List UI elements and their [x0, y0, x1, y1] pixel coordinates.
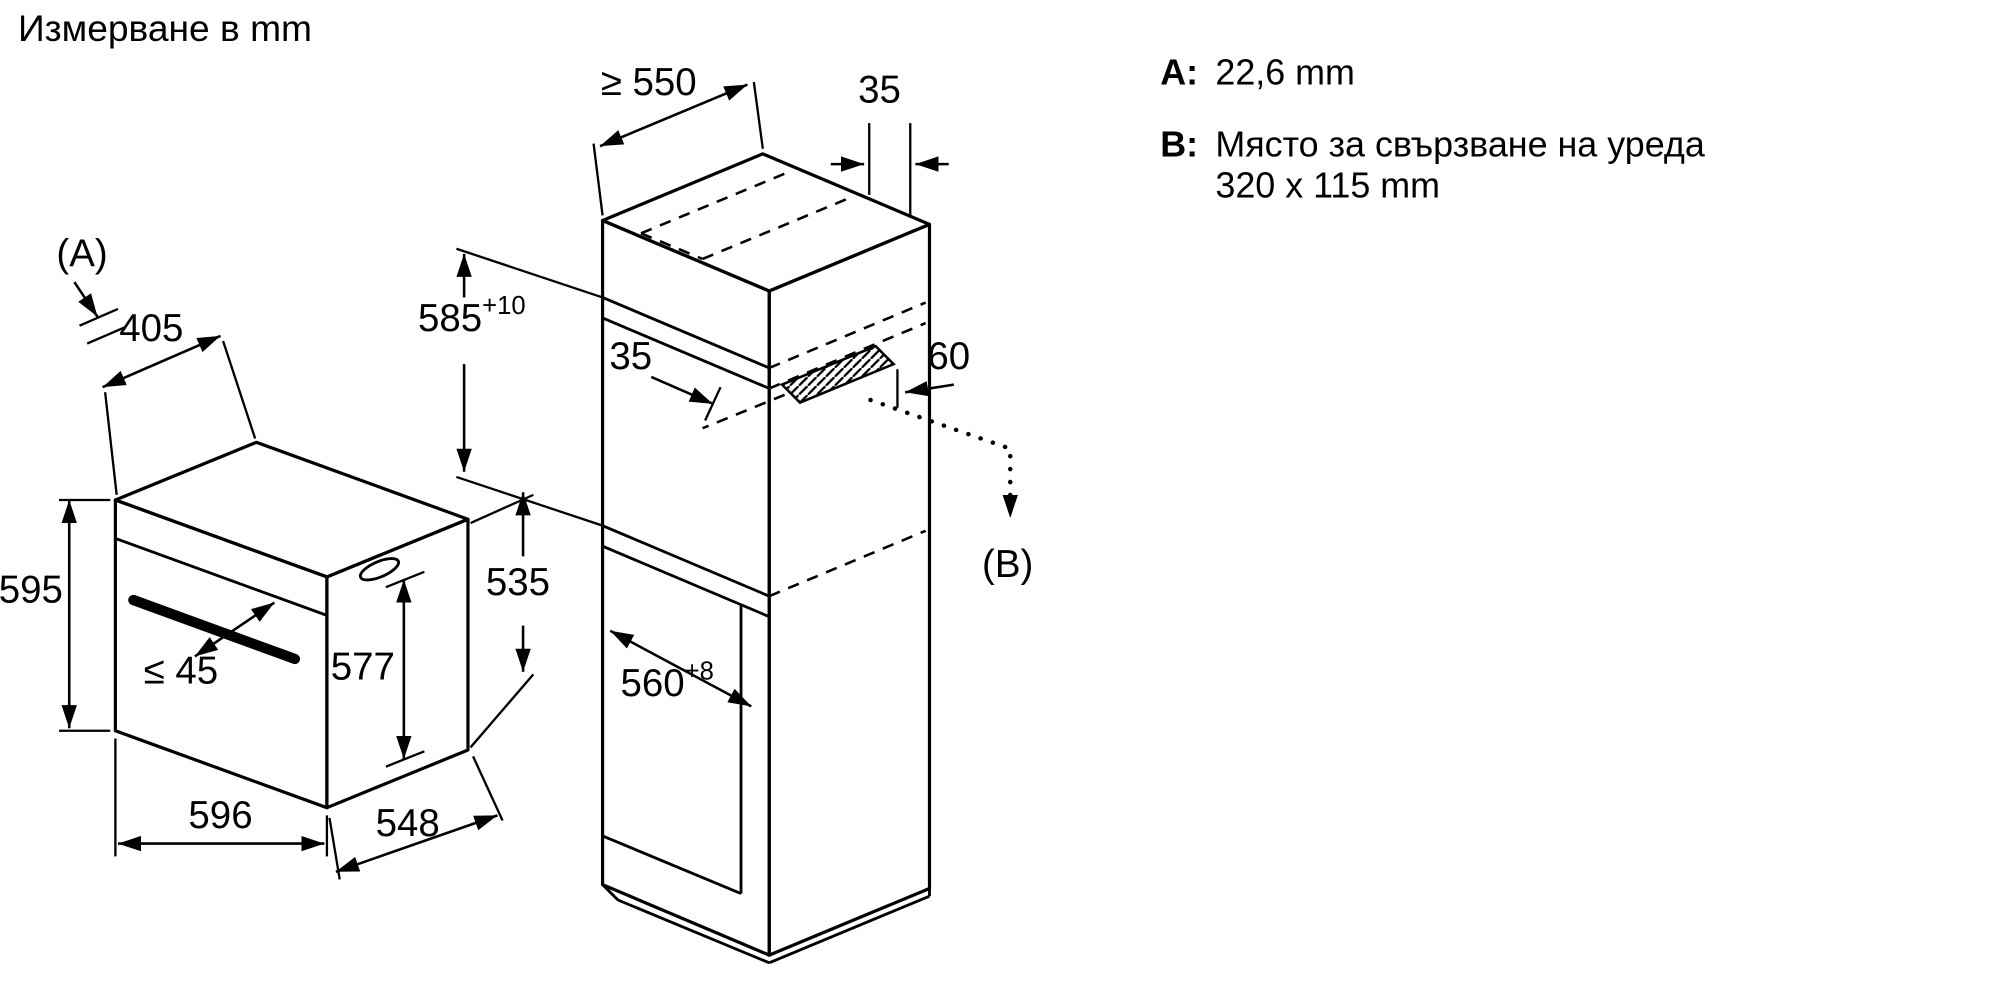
dim-60-arrow — [904, 381, 955, 397]
dim-585-tolerance: +10 — [482, 292, 525, 320]
dim-548-ext-1 — [328, 817, 341, 880]
dim-548: 548 — [328, 755, 504, 880]
dim-45: ≤ 45 — [144, 601, 276, 692]
dim-596-label: 596 — [188, 794, 252, 837]
dim-405-ext-1 — [103, 392, 118, 496]
dim-405-line — [102, 334, 222, 389]
dim-35-inner-tick — [704, 386, 722, 421]
dim-60-label: 60 — [927, 335, 970, 378]
cabinet-lower-shelf-edge-2 — [602, 544, 770, 618]
dim-550-ext-1 — [592, 143, 604, 216]
oven-control-panel-line — [114, 537, 328, 617]
dim-577: 577 — [331, 570, 425, 768]
hidden-top-line-1 — [640, 169, 793, 235]
legend-a-value: 22,6 mm — [1215, 53, 1355, 93]
cabinet-front-face — [600, 218, 771, 957]
dim-405: 405 — [102, 307, 257, 496]
cabinet-upper-shelf-edge-1 — [602, 296, 770, 370]
dim-577-tick-top — [385, 570, 425, 589]
cabinet-lower-shelf-edge-1 — [602, 524, 770, 598]
cabinet-plinth-side — [768, 894, 931, 965]
dim-560-label: 560+8 — [621, 657, 714, 705]
hidden-shelf-line-3 — [768, 529, 927, 598]
oven-front-face — [113, 498, 329, 810]
dim-535-ext-2 — [469, 673, 535, 749]
legend-b-line2: 320 x 115 mm — [1215, 165, 1440, 205]
dim-560-tolerance: +8 — [685, 657, 714, 685]
dim-585: 585+10 — [418, 247, 603, 527]
dim-548-ext-2 — [472, 755, 504, 821]
legend-b-key: B: — [1160, 124, 1198, 164]
cabinet-top-face — [600, 152, 932, 293]
connection-space-hatch — [779, 344, 896, 405]
dim-550-label: ≥ 550 — [601, 61, 697, 104]
dim-60: 60 — [896, 335, 970, 408]
cabinet-upper-shelf-edge-2 — [602, 316, 770, 390]
dim-a-mark-1 — [79, 307, 119, 327]
legend: A: 22,6 mm B: Място за свързване на уред… — [1160, 53, 1705, 206]
dim-35-inner-label: 35 — [609, 335, 652, 378]
page-title: Измерване в mm — [18, 7, 312, 49]
dim-35-inner-arrow — [650, 375, 714, 406]
dim-45-label: ≤ 45 — [144, 649, 219, 692]
legend-a-key: A: — [1160, 53, 1198, 93]
dim-405-label: 405 — [119, 307, 183, 350]
hidden-shelf-line-2 — [768, 321, 927, 390]
dim-b-label: (B) — [982, 543, 1033, 586]
hidden-shelf-line-1 — [768, 301, 927, 370]
dim-585-label: 585+10 — [418, 292, 526, 340]
dim-548-line — [335, 814, 498, 874]
dim-585-ext-1 — [456, 247, 603, 299]
hidden-top-line-2 — [702, 194, 855, 261]
cabinet-niche-floor — [602, 834, 742, 895]
dim-35-top-label: 35 — [858, 69, 901, 112]
dim-585-value: 585 — [418, 297, 482, 340]
dim-45-line — [194, 601, 276, 658]
dim-577-tick-bottom — [385, 750, 425, 768]
dim-b-dotted-leader — [868, 397, 1018, 521]
oven-drawing — [113, 440, 470, 810]
hidden-connection-line — [702, 393, 786, 430]
dim-560-value: 560 — [621, 662, 685, 705]
dim-a-label: (A) — [56, 233, 107, 276]
dim-577-label: 577 — [331, 645, 395, 688]
dim-595-label: 595 — [0, 569, 63, 612]
dim-550-ext-2 — [752, 81, 764, 149]
cabinet-drawing — [600, 152, 932, 965]
dim-535: 535 — [469, 492, 550, 749]
dim-560: 560+8 — [609, 629, 752, 708]
dim-a-mark-2 — [86, 325, 127, 345]
dim-560-line — [609, 629, 752, 708]
dim-a-callout: (A) — [56, 233, 127, 345]
dim-550-line — [599, 83, 748, 148]
dim-35-top: 35 — [830, 69, 949, 216]
dim-a-arrow — [73, 281, 99, 318]
dim-585-ext-2 — [456, 475, 603, 527]
hidden-top-line-3 — [640, 232, 704, 261]
cabinet-plinth-front — [617, 898, 770, 965]
cabinet-plinth-edge-1 — [601, 883, 619, 901]
dim-535-label: 535 — [486, 561, 550, 604]
oven-side-grip-hole — [358, 557, 401, 582]
legend-b-line1: Място за свързване на уреда — [1215, 124, 1704, 164]
dim-550: ≥ 550 — [592, 61, 764, 216]
dim-595: 595 — [0, 498, 111, 732]
dim-596: 596 — [114, 738, 329, 857]
dim-35-inner: 35 — [609, 335, 722, 421]
dim-b-callout: (B) — [868, 397, 1033, 586]
dim-405-ext-2 — [221, 340, 257, 439]
